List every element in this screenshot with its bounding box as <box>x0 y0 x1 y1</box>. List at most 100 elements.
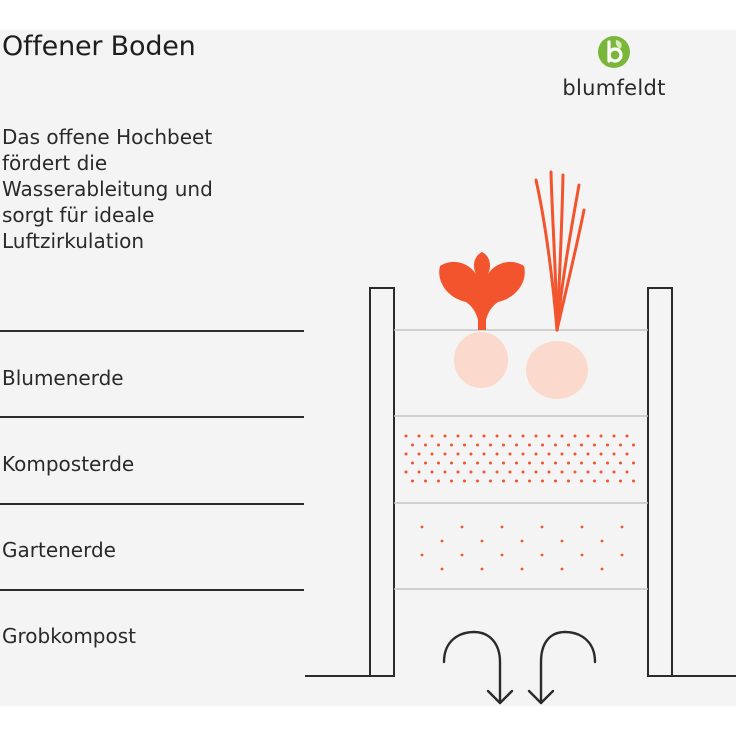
layer-label-grobkompost: Grobkompost <box>2 624 136 648</box>
soil-dot <box>502 479 505 483</box>
soil-dot <box>450 443 453 447</box>
soil-dot <box>600 567 604 571</box>
soil-dot <box>573 434 577 438</box>
layer-divider-line <box>0 416 304 418</box>
soil-dot <box>480 539 484 543</box>
soil-dot <box>424 461 427 465</box>
soil-dot <box>580 461 583 465</box>
soil-dot <box>443 434 447 438</box>
soil-dot <box>469 470 473 474</box>
soil-dot <box>456 452 460 456</box>
soil-dot <box>580 479 583 483</box>
soil-dot <box>437 479 440 483</box>
soil-dot <box>528 443 531 447</box>
soil-dot <box>625 452 629 456</box>
layer-divider-line <box>0 503 304 505</box>
soil-dot <box>620 525 624 529</box>
soil-dot <box>489 443 492 447</box>
soil-dot <box>417 434 421 438</box>
soil-dot <box>606 461 609 465</box>
soil-dot <box>508 452 512 456</box>
water-drain-arrow-icon <box>442 630 597 705</box>
soil-dot <box>469 452 473 456</box>
soil-dot <box>460 553 464 557</box>
soil-dot <box>456 434 460 438</box>
soil-dot <box>508 470 512 474</box>
soil-dot <box>632 443 635 447</box>
soil-dot <box>450 461 453 465</box>
komposterde-texture <box>404 434 635 483</box>
layer-label-blumenerde: Blumenerde <box>2 366 124 390</box>
soil-dot <box>580 443 583 447</box>
soil-dot <box>404 452 408 456</box>
soil-dot <box>515 479 518 483</box>
soil-dot <box>599 452 603 456</box>
soil-dot <box>463 443 466 447</box>
soil-dot <box>612 434 616 438</box>
beet-plant-icon <box>439 252 525 330</box>
soil-dot <box>534 434 538 438</box>
soil-dot <box>476 479 479 483</box>
soil-dot <box>489 479 492 483</box>
carrot-plant-icon <box>534 170 586 332</box>
soil-dot <box>541 443 544 447</box>
soil-dot <box>411 461 414 465</box>
soil-dot <box>521 470 525 474</box>
layer-divider-line <box>0 589 304 591</box>
soil-dot <box>420 525 424 529</box>
soil-dot <box>430 470 434 474</box>
brand-name: blumfeldt <box>562 76 666 100</box>
soil-dot <box>567 461 570 465</box>
soil-dot <box>541 461 544 465</box>
soil-dot <box>606 479 609 483</box>
soil-dot <box>521 434 525 438</box>
soil-dot <box>541 479 544 483</box>
soil-dot <box>411 443 414 447</box>
soil-dot <box>547 434 551 438</box>
soil-dot <box>528 461 531 465</box>
soil-dot <box>606 443 609 447</box>
soil-dot <box>560 452 564 456</box>
beet-root-faded <box>454 332 508 388</box>
soil-dot <box>520 567 524 571</box>
soil-dot <box>437 461 440 465</box>
soil-dot <box>460 525 464 529</box>
onion-bulb-faded <box>526 341 588 399</box>
soil-dot <box>430 452 434 456</box>
soil-dot <box>463 461 466 465</box>
soil-dot <box>508 434 512 438</box>
soil-dot <box>404 434 408 438</box>
soil-dot <box>540 525 544 529</box>
soil-dot <box>593 461 596 465</box>
soil-dot <box>417 452 421 456</box>
page-title: Offener Boden <box>2 31 196 62</box>
soil-dot <box>625 434 629 438</box>
gartenerde-texture <box>420 525 624 571</box>
soil-dot <box>456 470 460 474</box>
soil-dot <box>547 452 551 456</box>
layer-divider-line <box>0 330 304 332</box>
layer-label-gartenerde: Gartenerde <box>2 538 116 562</box>
soil-dot <box>593 443 596 447</box>
soil-dot <box>560 567 564 571</box>
soil-dot <box>463 479 466 483</box>
soil-dot <box>417 470 421 474</box>
soil-dot <box>440 567 444 571</box>
soil-dot <box>586 452 590 456</box>
soil-dot <box>540 553 544 557</box>
soil-dot <box>554 479 557 483</box>
leaf-b-logo-icon <box>598 36 630 68</box>
soil-dot <box>593 479 596 483</box>
soil-dot <box>443 452 447 456</box>
soil-dot <box>476 461 479 465</box>
bed-wall-left <box>369 287 395 677</box>
soil-dot <box>586 434 590 438</box>
background-panel <box>0 30 736 706</box>
soil-dot <box>632 461 635 465</box>
soil-dot <box>469 434 473 438</box>
soil-dot <box>424 443 427 447</box>
soil-dot <box>573 470 577 474</box>
soil-dot <box>515 461 518 465</box>
soil-dot <box>534 470 538 474</box>
